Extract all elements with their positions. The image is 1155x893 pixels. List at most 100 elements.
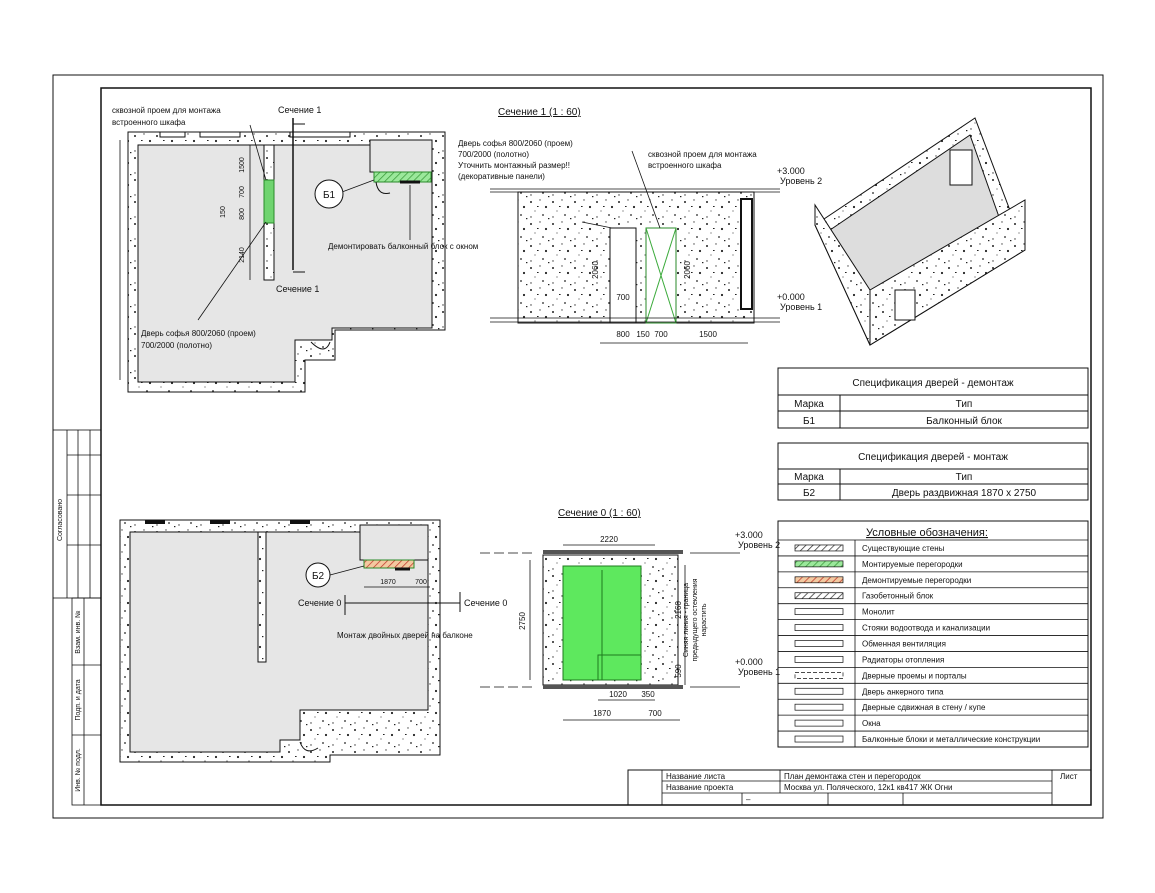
section1-dim-inner: 700 — [616, 293, 630, 302]
stamp-agreed: Согласовано — [57, 499, 64, 541]
legend-symbol-hatch — [794, 560, 844, 568]
plan1-note-door-2: 700/2000 (полотно) — [141, 341, 212, 350]
section0-dim-top: 2220 — [600, 535, 618, 544]
section0-note: предыдущего остекления — [692, 578, 699, 661]
plan2-section-right[interactable]: Сечение 0 — [464, 598, 507, 608]
section0-dim-bottom: 1020 — [609, 690, 627, 699]
section0-dim-right1: 2160 — [674, 601, 683, 619]
plan2-note: Монтаж двойных дверей на балконе — [337, 631, 473, 640]
legend-item-label: Радиаторы отопления — [862, 655, 944, 664]
legend-item-label: Существующие стены — [862, 544, 945, 553]
table-cell-mark: Б1 — [803, 416, 816, 427]
plan1-note-opening-1: сквозной проем для монтажа — [112, 106, 221, 115]
legend-symbol-sliding — [794, 703, 844, 711]
plan2-dim: 1870 — [380, 579, 396, 586]
spec-install-title: Спецификация дверей - монтаж — [858, 451, 1008, 463]
section1-level-top: +3.000 — [777, 166, 805, 176]
title-block-dash: – — [746, 795, 751, 804]
section0-dim-bottom: 1870 — [593, 709, 611, 718]
legend-symbol-monolith — [794, 608, 844, 616]
legend-symbol-door — [794, 687, 844, 695]
legend-symbol-hatch — [794, 544, 844, 552]
section1-level-bottom-name: Уровень 1 — [780, 302, 822, 312]
stamp-signature-date: Подп. и дата — [75, 679, 82, 720]
section0-note: Синяя линия - граница — [683, 583, 690, 657]
section0-note: нарастить — [701, 603, 708, 636]
legend-symbol-riser — [794, 624, 844, 631]
plan2-mark: Б2 — [312, 571, 325, 582]
section1-note-door: 700/2000 (полотно) — [458, 150, 529, 159]
legend-symbol-window — [794, 719, 844, 727]
spec-demolition-title: Спецификация дверей - демонтаж — [852, 377, 1014, 389]
plan1-note-opening-2: встроенного шкафа — [112, 118, 186, 127]
plan1-note-door-1: Дверь софья 800/2060 (проем) — [141, 329, 256, 338]
spec-demolition-col-mark: Марка — [794, 399, 824, 410]
stamp-replacement-inv: Взам. инв. № — [75, 610, 82, 653]
plan1-dim: 800 — [239, 208, 246, 220]
plan2-dim: 700 — [415, 579, 427, 586]
legend-item-label: Монолит — [862, 608, 895, 617]
section-1: Сечение 1 (1 : 60) Дверь софья 800/2060 … — [458, 107, 822, 344]
floor-plan-demolition: сквозной проем для монтажа встроенного ш… — [112, 105, 478, 393]
plan2-section-left[interactable]: Сечение 0 — [298, 598, 341, 608]
plan1-dim: 150 — [220, 206, 227, 218]
legend-item-label: Стояки водоотвода и канализации — [862, 624, 990, 633]
plan1-note-balcony: Демонтировать балконный блок с окном — [328, 242, 478, 251]
spec-install-col-mark: Марка — [794, 472, 824, 483]
section1-dim-h: 700 — [654, 330, 668, 339]
plan1-section-label-bottom[interactable]: Сечение 1 — [276, 284, 319, 294]
legend-item-label: Дверные проемы и порталы — [862, 671, 967, 680]
isometric-3d-view — [814, 117, 1026, 346]
plan1-section-label-top[interactable]: Сечение 1 — [278, 105, 321, 115]
sheet-name: План демонтажа стен и перегородок — [784, 772, 921, 781]
legend-symbol-riser — [794, 640, 844, 647]
legend-symbol-dashed — [794, 671, 844, 679]
project-name: Москва ул. Поляческого, 12к1 кв417 ЖК Ог… — [784, 783, 952, 792]
section1-note-opening: встроенного шкафа — [648, 161, 722, 170]
legend-item-label: Дверные сдвижная в стену / купе — [862, 703, 986, 712]
section1-dim-h: 1500 — [699, 330, 717, 339]
plan1-dim: 1500 — [239, 157, 246, 173]
section1-dim-v1: 2060 — [591, 261, 600, 279]
legend-table: Условные обозначения: Существующие стены… — [777, 520, 1089, 748]
legend-item-label: Дверь анкерного типа — [862, 687, 944, 696]
legend-title: Условные обозначения: — [866, 527, 988, 539]
section0-level-top: +3.000 — [735, 530, 763, 540]
legend-item-label: Газобетонный блок — [862, 592, 934, 601]
section1-note-door: (декоративные панели) — [458, 172, 545, 181]
stamp-inv-original: Инв. № подл. — [75, 748, 82, 792]
section-0: Сечение 0 (1 : 60) 2220 2750 2160 590 Си… — [480, 508, 780, 721]
section1-dim-h: 150 — [636, 330, 650, 339]
table-cell-type: Балконный блок — [926, 415, 1002, 427]
section0-dim-bottom: 350 — [641, 690, 655, 699]
section1-dim-h: 800 — [616, 330, 630, 339]
spec-table-install: Спецификация дверей - монтаж Марка Тип Б… — [777, 442, 1089, 501]
section0-dim-left: 2750 — [518, 612, 527, 630]
legend-item-label: Балконные блоки и металлические конструк… — [862, 735, 1040, 744]
legend-item-label: Обменная вентиляция — [862, 640, 946, 649]
legend-symbol-radiator — [794, 656, 844, 663]
sheet-label: Лист — [1060, 772, 1078, 781]
spec-table-demolition: Спецификация дверей - демонтаж Марка Тип… — [777, 367, 1089, 429]
section1-note-door: Дверь софья 800/2060 (проем) — [458, 139, 573, 148]
legend-symbol-hatch — [794, 592, 844, 600]
section1-note-door: Уточнить монтажный размер!! — [458, 161, 570, 170]
table-cell-type: Дверь раздвижная 1870 x 2750 — [892, 488, 1037, 499]
legend-item-label: Демонтируемые перегородки — [862, 576, 971, 585]
floor-plan-installation: Б2 1870 700 Сечение 0 Сечение 0 Монтаж д… — [119, 519, 507, 763]
project-name-label: Название проекта — [666, 783, 734, 792]
plan1-mark: Б1 — [323, 190, 336, 201]
plan1-dim: 2140 — [239, 247, 246, 263]
section0-dim-bottom: 700 — [648, 709, 662, 718]
spec-demolition-col-type: Тип — [956, 399, 973, 410]
section0-title: Сечение 0 (1 : 60) — [558, 508, 641, 519]
section0-level-top-name: Уровень 2 — [738, 540, 780, 550]
side-stamp: Согласовано Взам. инв. № Подп. и дата Ин… — [52, 429, 102, 806]
section1-note-opening: сквозной проем для монтажа — [648, 150, 757, 159]
mark-b1-circle[interactable] — [314, 179, 344, 209]
section1-title: Сечение 1 (1 : 60) — [498, 107, 581, 118]
sheet-name-label: Название листа — [666, 772, 726, 781]
section0-level-bottom-name: Уровень 1 — [738, 667, 780, 677]
table-cell-mark: Б2 — [803, 488, 816, 499]
